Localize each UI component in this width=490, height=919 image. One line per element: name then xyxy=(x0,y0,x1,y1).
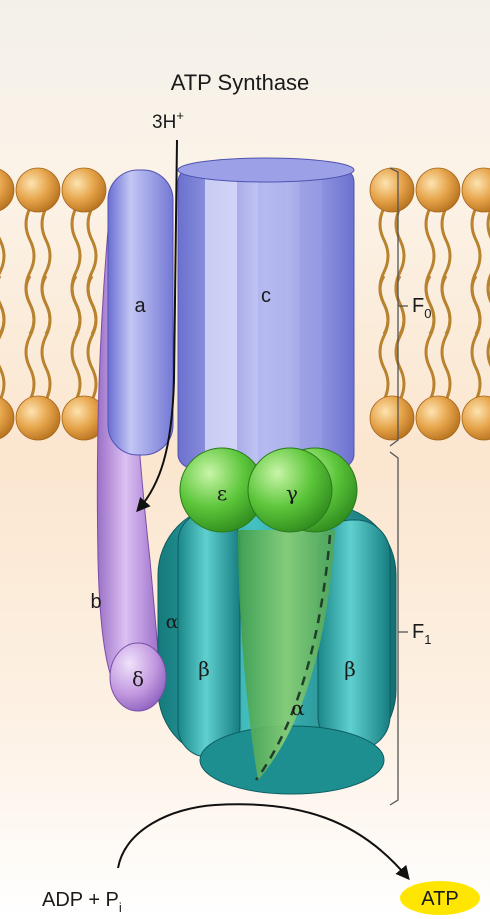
lipid-head xyxy=(416,168,460,212)
lipid-head xyxy=(370,396,414,440)
label-subunit-beta-right: β xyxy=(344,657,356,681)
label-product: ATP xyxy=(421,888,458,910)
label-subunit-epsilon: ε xyxy=(217,481,227,505)
label-subunit-b: b xyxy=(90,591,101,613)
lipid-head xyxy=(16,168,60,212)
subunit-c-ring xyxy=(178,158,354,468)
diagram-title: ATP Synthase xyxy=(171,70,310,95)
label-subunit-alpha-left: α xyxy=(166,611,179,633)
lipid-head xyxy=(62,168,106,212)
lipid-head xyxy=(16,396,60,440)
label-subunit-gamma: γ xyxy=(286,481,298,505)
label-subunit-a: a xyxy=(134,295,146,317)
label-subunit-delta: δ xyxy=(132,667,144,691)
label-subunit-alpha-center: α xyxy=(291,696,305,720)
label-subunit-c: c xyxy=(261,285,271,307)
lipid-head xyxy=(416,396,460,440)
label-subunit-beta-left: β xyxy=(198,657,210,681)
f1-head xyxy=(158,505,396,794)
lipid-head xyxy=(370,168,414,212)
